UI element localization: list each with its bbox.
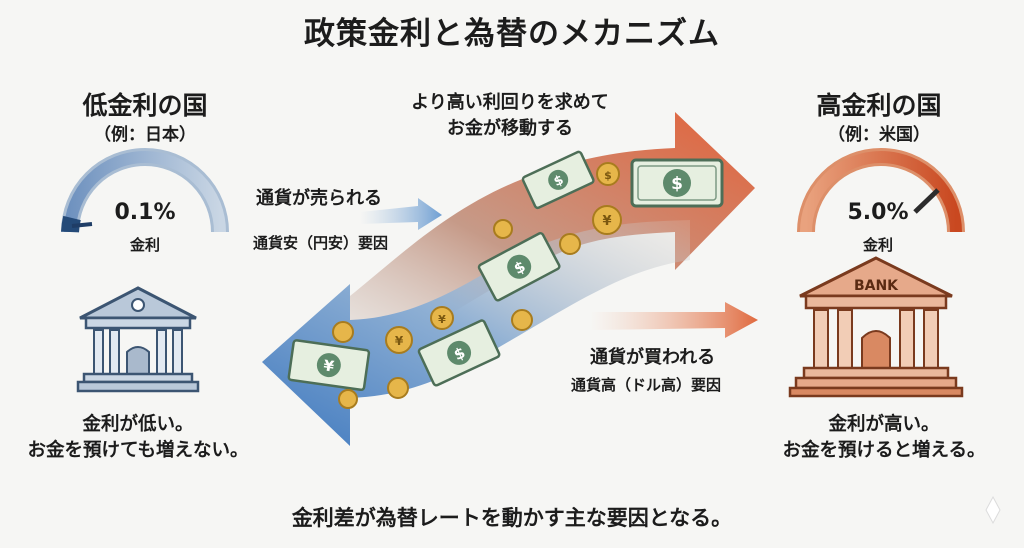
svg-text:¥: ¥ [602,214,611,229]
flow-top-line1: より高い利回りを求めて [411,92,609,113]
high-rate-country-example: （例：米国） [828,125,930,145]
svg-text:¥: ¥ [438,313,446,326]
low-rate-value: 0.1% [114,200,176,225]
svg-text:$: $ [604,169,612,182]
low-rate-description-line1: 金利が低い。 [82,414,194,435]
sparkle-icon [985,495,1001,525]
svg-text:¥: ¥ [395,334,404,348]
yen-coin-icon: ¥ [385,326,413,354]
dollar-coin-icon [559,233,581,255]
high-rate-country-heading: 高金利の国 [816,91,942,120]
high-rate-bank-icon: BANK [788,256,964,398]
currency-sold-label: 通貨が売られる [256,188,382,209]
high-rate-label: 金利 [862,236,893,254]
svg-text:¥: ¥ [322,356,335,375]
dollar-coin-icon [338,389,358,409]
currency-bought-label: 通貨が買われる [590,347,716,368]
low-rate-bank-icon [76,286,200,393]
dollar-coin-icon [511,309,533,331]
dollar-coin-icon [387,377,409,399]
low-rate-country-example: （例：日本） [94,125,196,145]
high-rate-description-line2: お金を預けると増える。 [782,440,986,461]
svg-text:$: $ [671,174,683,194]
low-rate-description-line2: お金を預けても増えない。 [27,440,249,461]
footer-conclusion: 金利差が為替レートを動かす主な要因となる。 [291,506,733,530]
yen-bill-icon: ¥ [287,339,371,392]
dollar-bill-icon: $ [521,150,595,210]
high-rate-value: 5.0% [847,200,909,225]
currency-bought-sublabel: 通貨高（ドル高）要因 [571,376,722,394]
flow-top-line2: お金が移動する [447,118,573,139]
low-rate-label: 金利 [129,236,160,254]
high-rate-gauge [797,148,965,233]
low-rate-description: 金利が低い。 お金を預けても増えない。 [10,412,266,464]
gauge-needle [71,222,93,228]
page-title: 政策金利と為替のメカニズム [304,16,720,52]
dollar-coin-icon [332,321,354,343]
gauge-needle [913,188,940,214]
currency-sold-sublabel: 通貨安（円安）要因 [253,234,389,252]
svg-text:BANK: BANK [854,278,899,294]
high-rate-description: 金利が高い。 お金を預けると増える。 [756,412,1012,464]
currency-bought-arrow [590,302,758,338]
dollar-bill-icon: $ [630,158,724,208]
yen-coin-icon: ¥ [430,306,454,330]
dollar-coin-icon [493,219,513,239]
dollar-coin-icon: $ [596,162,620,186]
low-rate-gauge [61,148,229,233]
yen-coin-icon: ¥ [592,205,622,235]
dollar-bill-icon: $ [477,232,561,302]
high-rate-description-line1: 金利が高い。 [828,414,940,435]
low-rate-country-heading: 低金利の国 [82,91,208,120]
currency-sold-arrow [360,198,442,230]
dollar-bill-icon: $ [417,319,501,387]
